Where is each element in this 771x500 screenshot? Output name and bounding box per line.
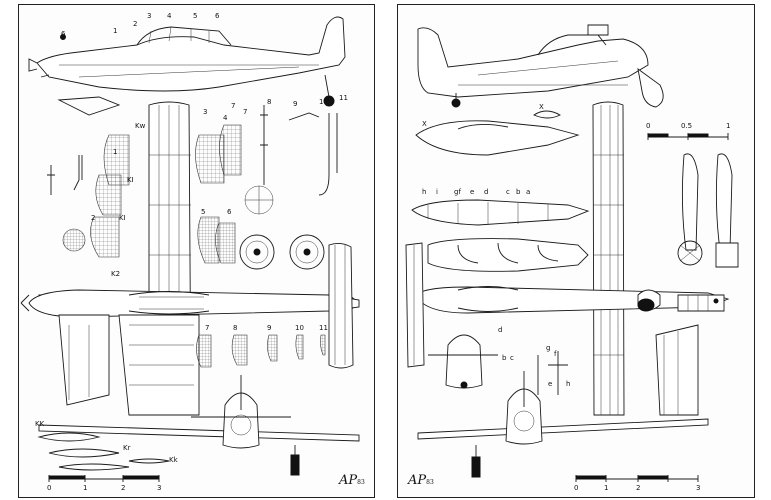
- hatch-cover-detail: [533, 110, 561, 119]
- scale-tick-2: 2: [121, 484, 126, 492]
- callout-6: 6: [215, 12, 220, 20]
- rib-number-8: 8: [233, 324, 238, 332]
- callout-8: 8: [267, 98, 272, 106]
- profile-label-kk: KK: [35, 420, 45, 428]
- scale-bar-left: [48, 475, 160, 482]
- callout-7: 7: [231, 102, 236, 110]
- rib-number-3: 3: [203, 108, 208, 116]
- rib-number-10: 10: [295, 324, 304, 332]
- propeller-detail: [677, 153, 739, 268]
- scale-tick-1: 1: [83, 484, 88, 492]
- station-lower-c: c: [510, 354, 514, 362]
- scale-top-tick-0: 0: [646, 122, 651, 130]
- section-label-k2: K2: [111, 270, 121, 278]
- rib-number-7: 7: [205, 324, 210, 332]
- side-view-aircraft: [28, 16, 346, 107]
- scale-bottom-tick-0: 0: [574, 484, 579, 492]
- callout-x-plan: X: [422, 120, 427, 128]
- right-line-drawing: [405, 24, 739, 482]
- station-b: b: [516, 188, 521, 196]
- front-view-aircraft: [38, 375, 360, 476]
- station-lower-d: d: [498, 326, 503, 334]
- section-label-k1b: KI: [119, 214, 126, 222]
- rib-number-2: 2: [91, 214, 96, 222]
- plan-view-aircraft-right: [405, 101, 730, 416]
- right-drawing-panel: X X h i gf e d c b a b c d e f g h 0 0.5…: [397, 4, 755, 498]
- callout-3: 3: [147, 12, 152, 20]
- station-a: a: [526, 188, 531, 196]
- rib-number-9: 9: [267, 324, 272, 332]
- author-signature-left: AP83: [339, 473, 365, 488]
- section-label-k1a: KI: [127, 176, 134, 184]
- station-e: e: [470, 188, 475, 196]
- callout-x-top: X: [539, 103, 544, 111]
- left-line-drawing: [20, 16, 360, 482]
- front-view-aircraft-right: [417, 371, 709, 478]
- rib-number-7-top: 7: [243, 108, 248, 116]
- scale-bar-top-right: [647, 133, 729, 140]
- scale-bottom-tick-2: 2: [636, 484, 641, 492]
- station-d: d: [484, 188, 489, 196]
- callout-9: 9: [293, 100, 298, 108]
- left-drawing-panel: 6 1 2 3 4 5 6 7 8 9 10 11 Kw KI KI K2 3 …: [18, 4, 375, 498]
- station-c: c: [506, 188, 510, 196]
- fuselage-plan-sections: [411, 120, 590, 272]
- rib-number-6: 6: [227, 208, 232, 216]
- scale-top-tick-0-5: 0.5: [681, 122, 693, 130]
- side-view-aircraft-right: [417, 24, 664, 108]
- station-lower-g: g: [546, 344, 551, 352]
- scale-tick-3: 3: [157, 484, 162, 492]
- rib-number-1: 1: [113, 148, 118, 156]
- callout-2: 2: [133, 20, 138, 28]
- callout-4: 4: [167, 12, 172, 20]
- station-lower-h: h: [566, 380, 571, 388]
- callout-5: 5: [193, 12, 198, 20]
- scale-bottom-tick-3: 3: [696, 484, 701, 492]
- scale-bottom-tick-1: 1: [604, 484, 609, 492]
- station-i: i: [436, 188, 438, 196]
- callout-11: 11: [339, 94, 348, 102]
- scale-top-tick-1: 1: [726, 122, 731, 130]
- callout-6-nose: 6: [61, 30, 66, 38]
- station-lower-e: e: [548, 380, 553, 388]
- profile-label-kk2: Kk: [169, 456, 178, 464]
- profile-label-kr: Kr: [123, 444, 131, 452]
- callout-1: 1: [113, 27, 118, 35]
- station-h: h: [422, 188, 427, 196]
- station-lower-f: f: [554, 350, 557, 358]
- rib-number-5: 5: [201, 208, 206, 216]
- wing-rib-sections: [90, 124, 326, 368]
- rib-number-4: 4: [223, 114, 228, 122]
- callout-10: 10: [319, 98, 328, 106]
- section-label-kw: Kw: [135, 122, 146, 130]
- landing-gear-details: [47, 96, 338, 196]
- fuselage-profiles: [37, 432, 170, 471]
- scale-tick-0: 0: [47, 484, 52, 492]
- plan-view-aircraft: [20, 101, 360, 416]
- front-section-detail: [428, 334, 568, 395]
- author-signature-right: AP83: [408, 473, 434, 488]
- rib-number-11: 11: [319, 324, 328, 332]
- station-gf: gf: [454, 188, 461, 196]
- station-lower-b: b: [502, 354, 507, 362]
- wheel-details: [62, 185, 325, 270]
- scale-bar-bottom-right: [575, 475, 699, 482]
